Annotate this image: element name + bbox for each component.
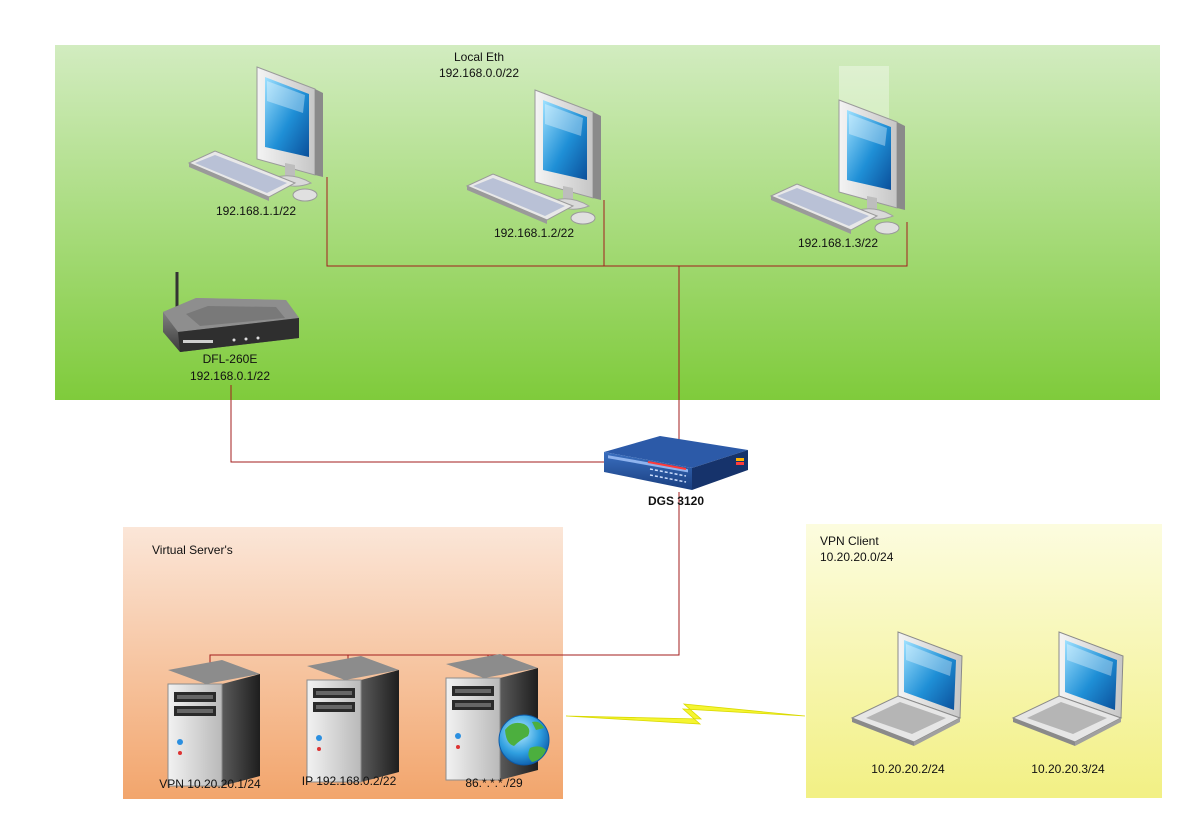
local-zone-subnet: 192.168.0.0/22 bbox=[439, 66, 519, 80]
laptop2-label: 10.20.20.3/24 bbox=[1031, 762, 1105, 776]
desktop-pc-icon bbox=[770, 66, 906, 235]
switch-name-label: DGS 3120 bbox=[648, 494, 704, 508]
local-zone-title: Local Eth bbox=[454, 50, 504, 64]
pc3-ip-label: 192.168.1.3/22 bbox=[798, 236, 878, 250]
laptop1-label: 10.20.20.2/24 bbox=[871, 762, 945, 776]
vpn-zone-title: VPN Client bbox=[820, 534, 879, 548]
vpn-tunnel-bolt-icon bbox=[565, 703, 806, 725]
router-icon bbox=[163, 272, 299, 352]
link-pc1 bbox=[326, 177, 908, 267]
link-switch-to-servers bbox=[209, 492, 680, 668]
link-router-to-switch bbox=[230, 385, 606, 463]
server1-label: VPN 10.20.20.1/24 bbox=[159, 777, 261, 791]
server2-label: IP 192.168.0.2/22 bbox=[302, 774, 397, 788]
pc1-ip-label: 192.168.1.1/22 bbox=[216, 204, 296, 218]
virtual-zone-title: Virtual Server's bbox=[152, 543, 233, 557]
router-name-label: DFL-260E bbox=[203, 352, 258, 366]
switch-icon bbox=[604, 436, 748, 490]
network-links bbox=[209, 177, 908, 668]
router-ip-label: 192.168.0.1/22 bbox=[190, 369, 270, 383]
globe-icon bbox=[498, 714, 550, 766]
pc2-ip-label: 192.168.1.2/22 bbox=[494, 226, 574, 240]
server3-label: 86.*.*.*./29 bbox=[465, 776, 523, 790]
vpn-zone-subnet: 10.20.20.0/24 bbox=[820, 550, 894, 564]
